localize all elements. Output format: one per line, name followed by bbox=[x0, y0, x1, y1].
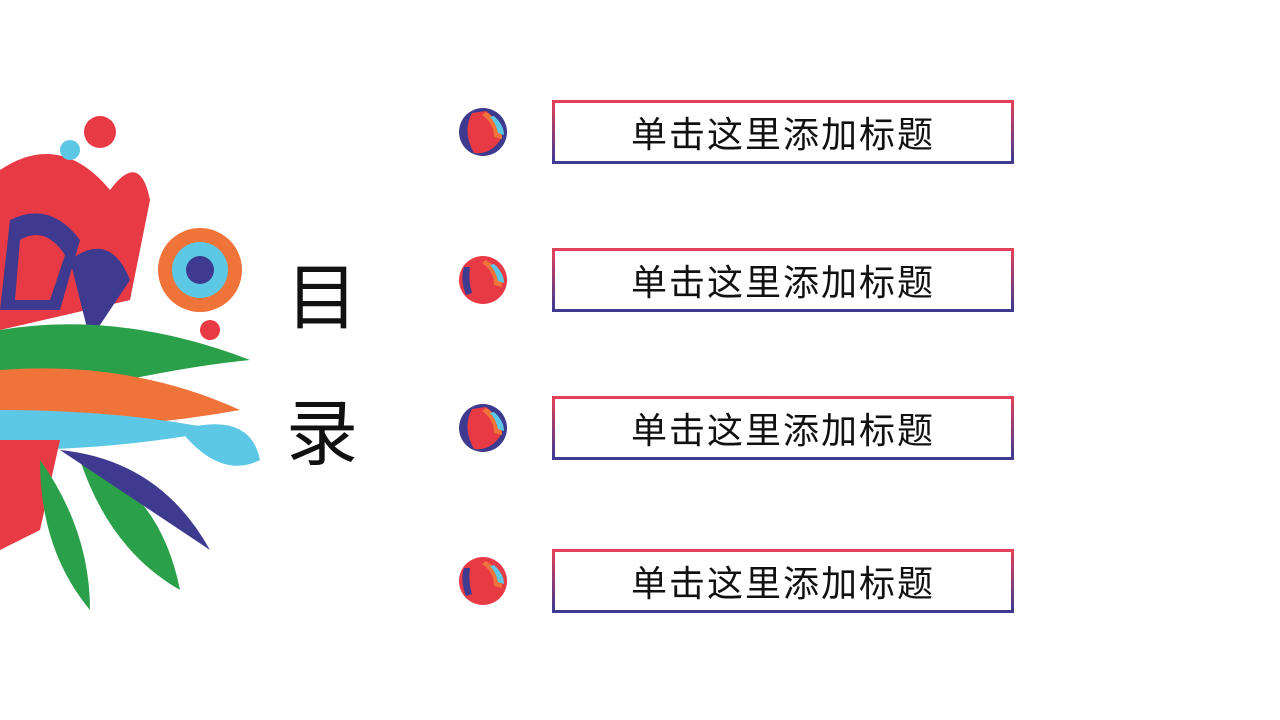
toc-item[interactable]: 单击这里添加标题 bbox=[458, 396, 1018, 460]
toc-item-title-box[interactable]: 单击这里添加标题 bbox=[552, 549, 1014, 613]
toc-title: 目 录 bbox=[282, 258, 362, 474]
bullet-ball-icon bbox=[459, 256, 507, 304]
toc-item-title-box[interactable]: 单击这里添加标题 bbox=[552, 100, 1014, 164]
toc-title-line1: 目 bbox=[285, 256, 358, 340]
bullet-ball-icon bbox=[459, 108, 507, 156]
bullet-ball-icon bbox=[459, 404, 507, 452]
toc-item-title-box[interactable]: 单击这里添加标题 bbox=[552, 248, 1014, 312]
toc-item[interactable]: 单击这里添加标题 bbox=[458, 100, 1018, 164]
floral-decoration bbox=[0, 116, 260, 610]
toc-item[interactable]: 单击这里添加标题 bbox=[458, 248, 1018, 312]
toc-title-line2: 录 bbox=[285, 392, 358, 476]
bullet-ball-icon bbox=[459, 557, 507, 605]
toc-item-title-box[interactable]: 单击这里添加标题 bbox=[552, 396, 1014, 460]
toc-item[interactable]: 单击这里添加标题 bbox=[458, 549, 1018, 613]
